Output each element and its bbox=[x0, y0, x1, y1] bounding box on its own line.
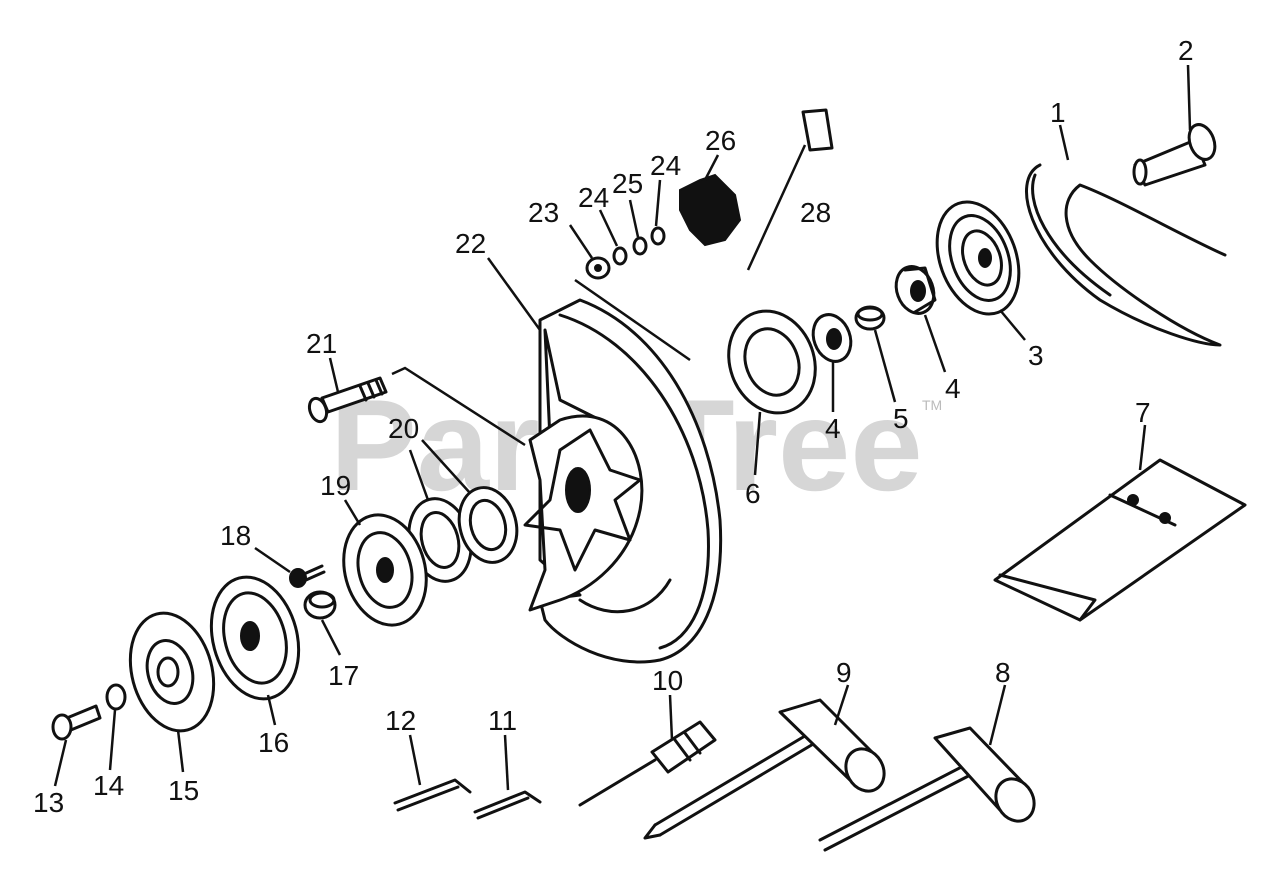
part-25-washer bbox=[632, 236, 648, 256]
callout-13: 13 bbox=[33, 787, 64, 818]
callout-4-right: 4 bbox=[945, 373, 961, 404]
part-17-spacer bbox=[303, 590, 337, 620]
callout-10: 10 bbox=[652, 665, 683, 696]
part-24-washer-a bbox=[612, 246, 628, 266]
callout-4-left: 4 bbox=[825, 413, 841, 444]
callout-28: 28 bbox=[800, 197, 831, 228]
callout-7: 7 bbox=[1135, 397, 1151, 428]
part-11-hex-key bbox=[473, 790, 542, 820]
part-4-bearing-left bbox=[811, 313, 853, 363]
part-16-pulley-half bbox=[209, 575, 301, 701]
part-24-washer-b bbox=[650, 226, 666, 246]
part-8-t-wrench bbox=[818, 726, 1036, 852]
callout-1: 1 bbox=[1050, 97, 1066, 128]
callout-15: 15 bbox=[168, 775, 199, 806]
callout-19: 19 bbox=[320, 470, 351, 501]
callout-2: 2 bbox=[1178, 35, 1194, 66]
part-19-pulley bbox=[342, 513, 428, 627]
part-23-washer bbox=[585, 256, 611, 280]
callout-24-b: 24 bbox=[650, 150, 681, 181]
part-4-bearing-right bbox=[894, 265, 937, 315]
callout-12: 12 bbox=[385, 705, 416, 736]
part-13-bolt bbox=[51, 704, 102, 741]
callout-25: 25 bbox=[612, 168, 643, 199]
part-10-screwdriver bbox=[578, 720, 717, 807]
callout-20: 20 bbox=[388, 413, 419, 444]
part-20-gasket-b bbox=[457, 486, 519, 564]
callout-5: 5 bbox=[893, 403, 909, 434]
watermark-tm: TM bbox=[922, 397, 942, 413]
callout-24-a: 24 bbox=[578, 182, 609, 213]
callout-23: 23 bbox=[528, 197, 559, 228]
callout-9: 9 bbox=[836, 657, 852, 688]
part-12-hex-key bbox=[393, 778, 472, 812]
callout-21: 21 bbox=[306, 328, 337, 359]
part-9-t-wrench bbox=[643, 698, 886, 840]
part-1-belt bbox=[1025, 163, 1227, 347]
callout-18: 18 bbox=[220, 520, 251, 551]
callout-16: 16 bbox=[258, 727, 289, 758]
part-6-ring bbox=[727, 309, 817, 415]
part-15-pulley-disk bbox=[128, 611, 216, 733]
part-5-spacer bbox=[854, 305, 886, 331]
part-7-plate bbox=[993, 458, 1247, 622]
callout-22: 22 bbox=[455, 228, 486, 259]
part-22-housing bbox=[523, 298, 723, 664]
callout-26: 26 bbox=[705, 125, 736, 156]
callout-17: 17 bbox=[328, 660, 359, 691]
callout-14: 14 bbox=[93, 770, 124, 801]
part-3-pulley bbox=[935, 200, 1021, 316]
part-28-key bbox=[801, 108, 834, 152]
part-21-bolt bbox=[307, 376, 388, 424]
part-2-bolt bbox=[1132, 123, 1217, 187]
part-14-washer bbox=[105, 683, 127, 711]
callout-8: 8 bbox=[995, 657, 1011, 688]
part-18-screw bbox=[289, 564, 326, 588]
part-26-knob bbox=[679, 173, 742, 247]
callout-3: 3 bbox=[1028, 340, 1044, 371]
callout-11: 11 bbox=[488, 705, 517, 736]
callout-6: 6 bbox=[745, 478, 761, 509]
